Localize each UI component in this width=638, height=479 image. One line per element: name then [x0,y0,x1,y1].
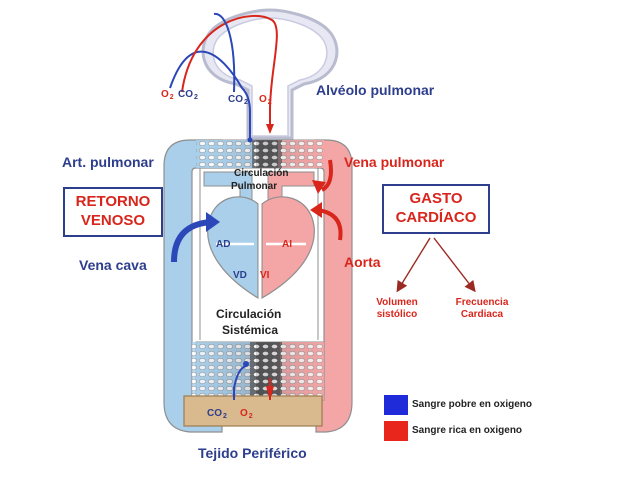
art-pulmonar-label: Art. pulmonar [62,154,154,170]
o2-main: O [240,408,248,419]
co2-main: CO [207,408,222,419]
circ-sistemica-label-2: Sistémica [222,323,279,337]
legend-label-red: Sangre rica en oxigeno [412,425,523,436]
aorta-label: Aorta [344,254,381,270]
alveolo-label: Alvéolo pulmonar [316,82,435,98]
circ-pulmonar-label-2: Pulmonar [231,181,278,192]
vi-label: VI [260,270,270,281]
alveolar-gas-lines [169,12,278,143]
frecuencia-cardiaca-label: Frecuencia Cardiaca [450,298,514,320]
flow-arrows [171,159,343,263]
legend-swatch-blue [384,395,408,415]
o2-sub: 2 [267,99,272,106]
co2-sub: 2 [223,413,227,420]
o2-sub: 2 [248,413,253,420]
o2-sub: 2 [169,94,174,101]
legend-swatch-red [384,421,408,441]
vena-pulmonar-label: Vena pulmonar [344,154,445,170]
peripheral-tissue [183,361,323,427]
volumen-line-1: Volumen [376,297,418,308]
legend-label-blue: Sangre pobre en oxigeno [412,399,533,410]
retorno-venoso-box: RETORNO VENOSO [63,187,163,237]
heart [207,196,315,300]
circ-pulmonar-label-1: Circulación [234,168,289,179]
gasto-line-2: CARDÍACO [395,208,477,226]
frecuencia-line-2: Cardiaca [460,309,504,320]
o2-main: O [259,94,267,105]
gasto-line-1: GASTO [409,190,463,207]
co2-label-tissue: CO2 [207,408,227,421]
tejido-label: Tejido Periférico [198,445,307,461]
co2-sub: 2 [244,99,248,106]
o2-label-tissue: O2 [240,408,253,421]
volumen-line-2: sistólico [376,309,418,320]
o2-label-alveolus-left: O2 [161,89,174,102]
gasto-cardiaco-box: GASTO CARDÍACO [382,184,490,234]
circ-sistemica-label-1: Circulación [216,307,282,321]
gasto-branches [396,237,476,293]
vd-label: VD [233,270,247,281]
retorno-line-1: RETORNO [75,193,151,210]
co2-label-alveolus-left: CO2 [178,89,198,102]
co2-label-alveolus: CO2 [228,94,248,107]
frecuencia-line-1: Frecuencia [455,297,509,308]
co2-main: CO [178,89,193,100]
retorno-line-2: VENOSO [80,211,146,229]
o2-label-alveolus: O2 [259,94,272,107]
ai-label: AI [282,239,292,250]
o2-main: O [161,89,169,100]
alveolus [201,8,339,140]
ad-label: AD [216,239,231,250]
volumen-sistolico-label: Volumen sistólico [372,298,422,320]
co2-main: CO [228,94,243,105]
co2-sub: 2 [194,94,198,101]
vena-cava-label: Vena cava [79,257,147,273]
